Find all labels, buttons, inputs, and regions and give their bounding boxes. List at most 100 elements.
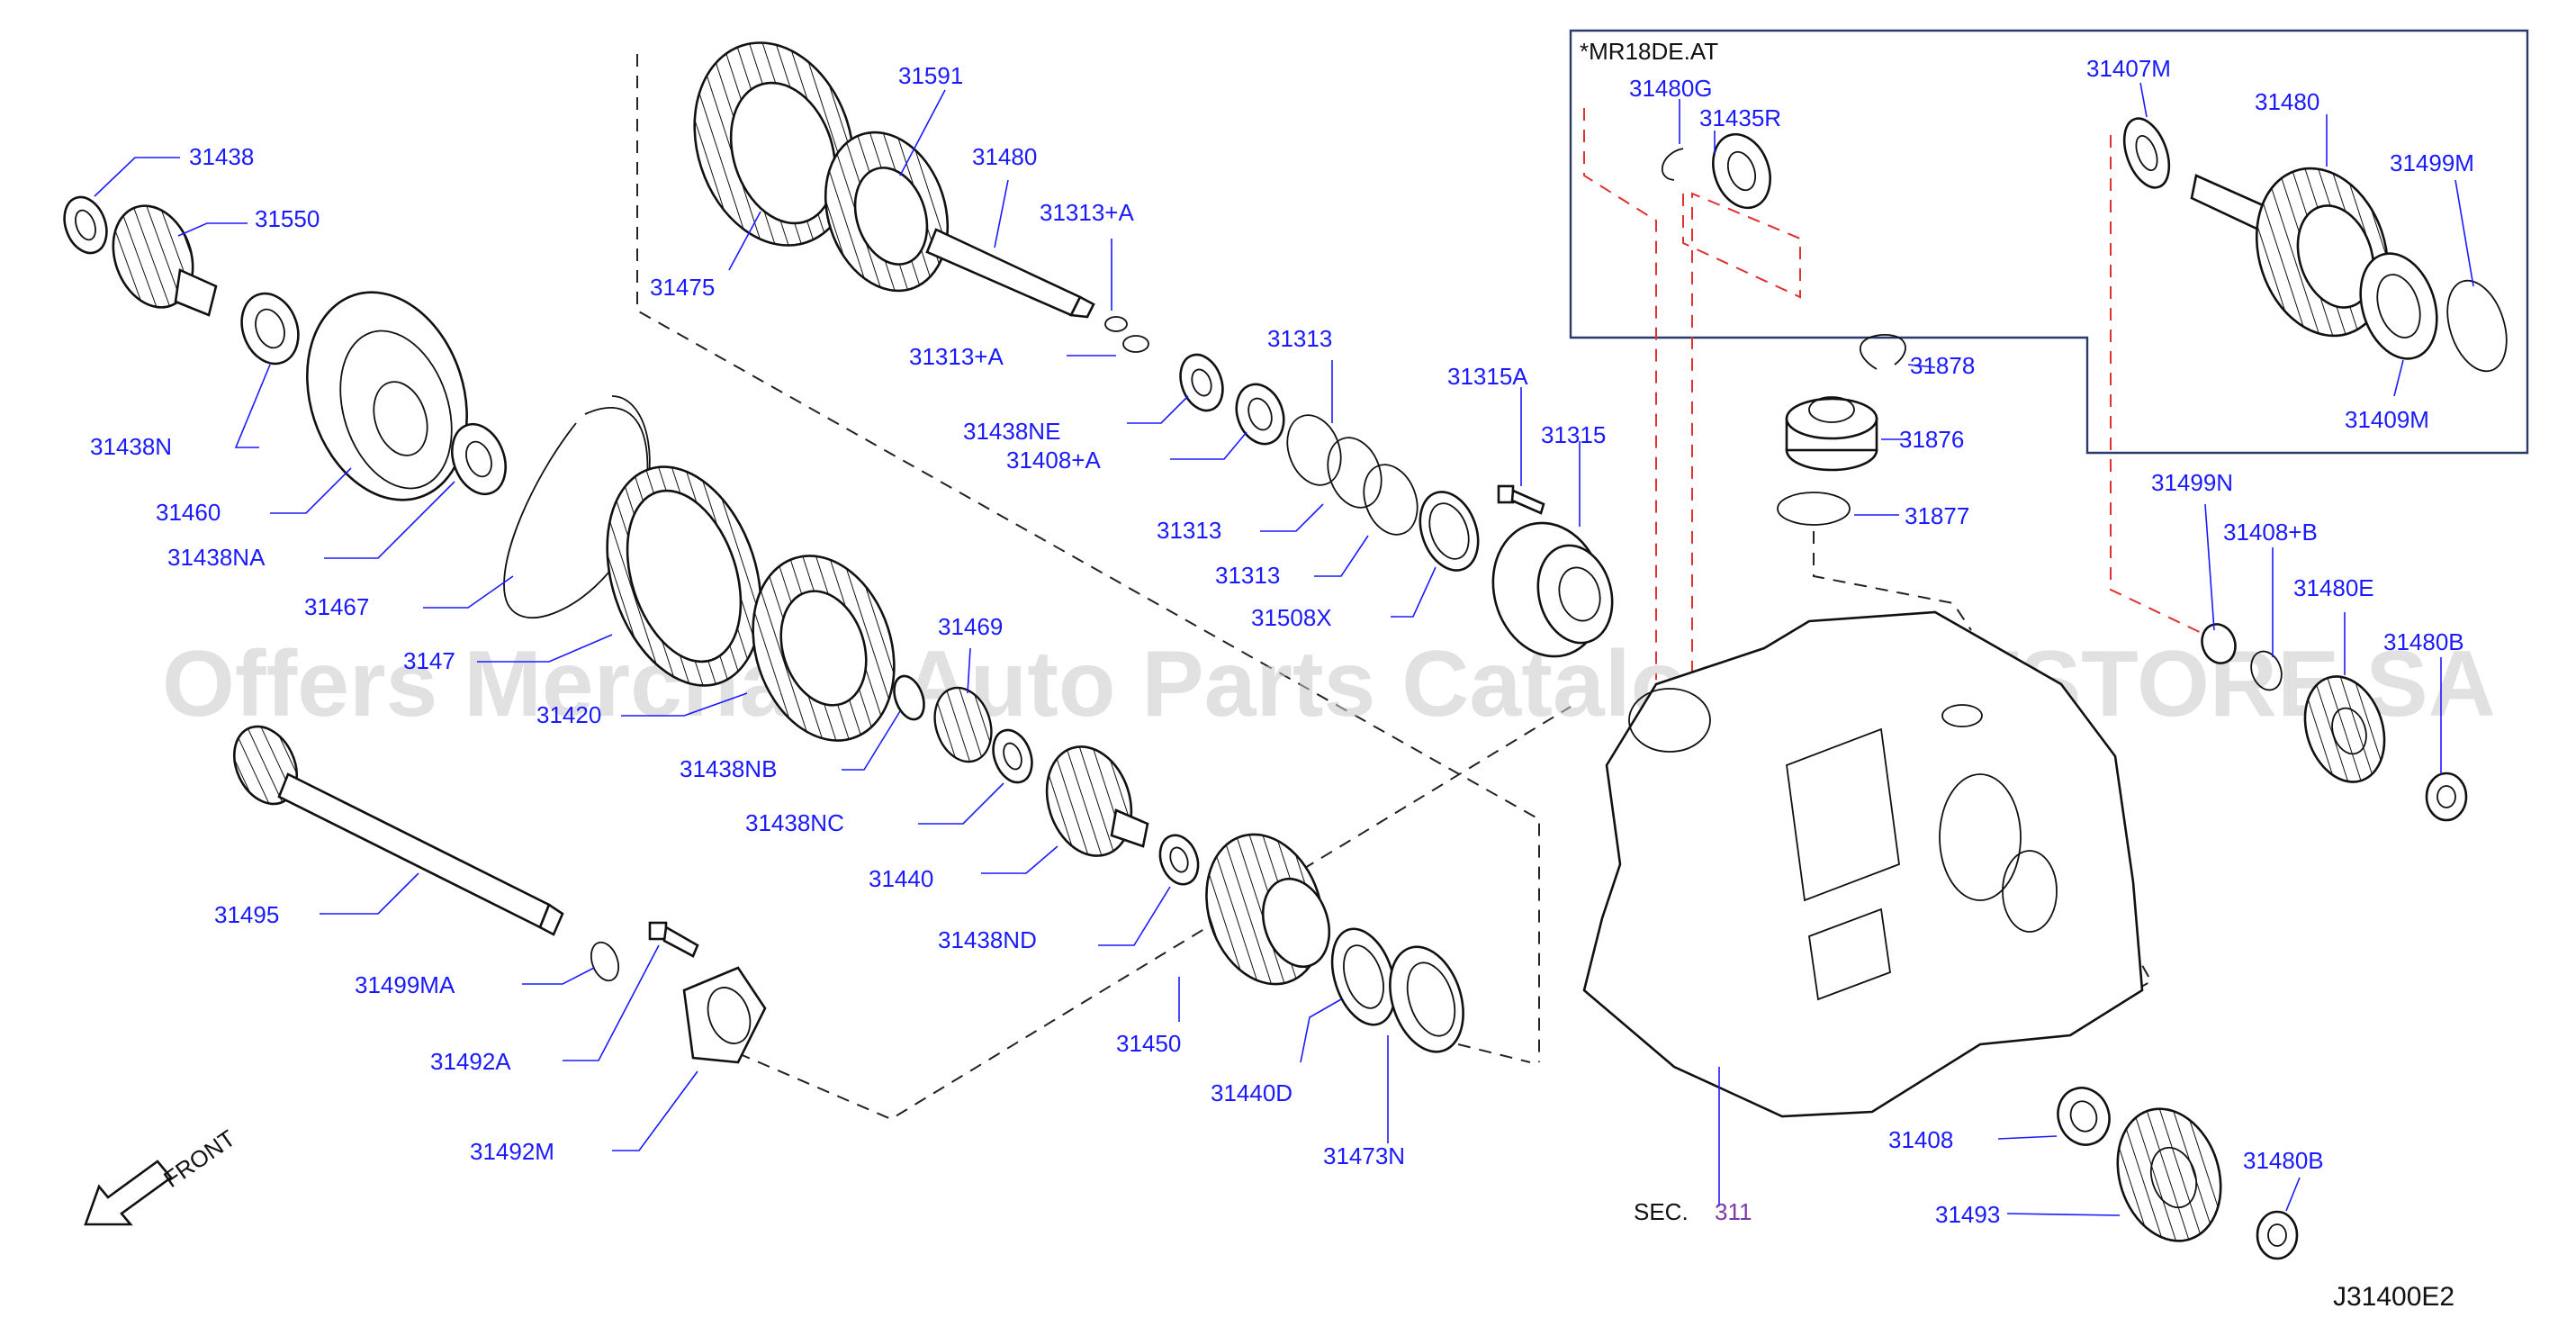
part-31480B-nut-upper[interactable] — [2425, 772, 2468, 822]
label-31435R[interactable]: 31435R — [1699, 104, 1781, 131]
label-31480E[interactable]: 31480E — [2293, 574, 2374, 601]
label-31440[interactable]: 31440 — [869, 865, 933, 892]
label-31877[interactable]: 31877 — [1905, 502, 1969, 529]
part-31407M-bearing[interactable] — [2116, 113, 2178, 194]
label-31438NB[interactable]: 31438NB — [680, 755, 777, 782]
label-31493[interactable]: 31493 — [1935, 1201, 2000, 1228]
label-31492A[interactable]: 31492A — [430, 1048, 511, 1075]
part-31438NB-bearing[interactable] — [888, 672, 929, 723]
part-31480B-nut-lower[interactable] — [2256, 1210, 2299, 1260]
transmission-case[interactable] — [1582, 610, 2144, 1118]
part-31499N-seal[interactable] — [2197, 619, 2241, 668]
label-31550[interactable]: 31550 — [255, 205, 320, 232]
part-31313-shims[interactable] — [1278, 408, 1427, 542]
label-31876[interactable]: 31876 — [1899, 426, 1964, 453]
label-31407M[interactable]: 31407M — [2086, 55, 2171, 82]
label-31438[interactable]: 31438 — [189, 143, 254, 170]
label-31313-mid[interactable]: 31313 — [1157, 517, 1221, 544]
part-31460-drum[interactable] — [282, 272, 493, 521]
part-31408A-race[interactable] — [1229, 377, 1292, 450]
sec-prefix: SEC. — [1634, 1198, 1689, 1225]
part-31473N-bearing[interactable] — [1377, 937, 1475, 1061]
label-31480-inset[interactable]: 31480 — [2255, 88, 2319, 115]
part-31495-shaft[interactable] — [222, 717, 564, 936]
part-31492M-retainer[interactable] — [682, 966, 767, 1064]
label-31313A-top[interactable]: 31313+A — [1040, 199, 1134, 226]
label-31480B-lower[interactable]: 31480B — [2243, 1147, 2324, 1174]
part-31480-inset-gear[interactable] — [2190, 151, 2409, 353]
label-31495[interactable]: 31495 — [214, 901, 279, 928]
label-31420[interactable]: 31420 — [536, 701, 601, 728]
part-31408B-race[interactable] — [2246, 647, 2286, 694]
part-31438N-bearing[interactable] — [232, 285, 308, 372]
label-31313-top[interactable]: 31313 — [1267, 325, 1332, 352]
label-31315A[interactable]: 31315A — [1447, 363, 1528, 390]
part-31877-o-ring[interactable] — [1777, 492, 1851, 526]
part-31315A-bolt[interactable] — [1497, 484, 1545, 515]
part-31315-retainer[interactable] — [1479, 510, 1623, 669]
part-31409M-bearing[interactable] — [2347, 244, 2449, 369]
label-31408B[interactable]: 31408+B — [2223, 519, 2318, 546]
part-31438NA-bearing[interactable] — [443, 417, 515, 501]
part-31492A-bolt[interactable] — [648, 921, 699, 958]
front-arrow: FRONT — [84, 1124, 240, 1226]
part-31440-gear[interactable] — [1033, 736, 1149, 867]
part-31480E-gear[interactable] — [2292, 666, 2398, 792]
part-31408-race[interactable] — [2050, 1080, 2118, 1151]
part-31499MA-snap-ring[interactable] — [586, 939, 623, 985]
part-3147x-plate[interactable] — [581, 447, 787, 705]
part-31450-gear[interactable] — [1188, 819, 1341, 999]
part-31591-gear[interactable] — [806, 116, 967, 306]
part-31876-cap[interactable] — [1785, 396, 1878, 472]
label-31492M[interactable]: 31492M — [470, 1138, 554, 1165]
label-31438ND[interactable]: 31438ND — [938, 926, 1037, 953]
inset-box: *MR18DE.AT — [1569, 29, 2529, 455]
part-31475-gear[interactable] — [670, 22, 879, 266]
sec-link-311[interactable]: 311 — [1715, 1198, 1752, 1225]
label-31469[interactable]: 31469 — [938, 613, 1003, 640]
label-31499MA[interactable]: 31499MA — [355, 971, 455, 998]
part-31420-gear[interactable] — [730, 537, 917, 759]
label-31313-low[interactable]: 31313 — [1215, 562, 1280, 589]
part-31435R-bearing[interactable] — [1703, 126, 1779, 215]
label-31438NE[interactable]: 31438NE — [963, 418, 1060, 445]
part-31499M-ring[interactable] — [2436, 273, 2517, 378]
label-31878[interactable]: 31878 — [1910, 352, 1975, 379]
label-31467[interactable]: 31467 — [304, 593, 369, 620]
label-31475[interactable]: 31475 — [650, 274, 715, 301]
part-31480G-snap-ring[interactable] — [1661, 148, 1684, 181]
label-31450[interactable]: 31450 — [1116, 1030, 1181, 1057]
label-31480B-upper[interactable]: 31480B — [2383, 628, 2464, 655]
part-31480-shaft[interactable] — [925, 228, 1095, 319]
label-31460[interactable]: 31460 — [156, 499, 221, 526]
label-31440D[interactable]: 31440D — [1211, 1079, 1293, 1106]
part-31469-gear[interactable] — [925, 681, 1000, 769]
label-31409M[interactable]: 31409M — [2345, 406, 2429, 433]
label-31313A-bottom[interactable]: 31313+A — [909, 343, 1004, 370]
part-31440D-washer[interactable] — [1321, 921, 1407, 1033]
label-31438NC[interactable]: 31438NC — [745, 809, 844, 836]
label-31438N[interactable]: 31438N — [90, 433, 172, 460]
label-3147x[interactable]: 3147 — [403, 647, 455, 674]
label-31473N[interactable]: 31473N — [1323, 1142, 1405, 1169]
label-31499N[interactable]: 31499N — [2151, 469, 2233, 496]
section-reference: SEC. 311 — [1634, 1198, 1752, 1225]
label-31438NA[interactable]: 31438NA — [167, 544, 266, 571]
label-31591[interactable]: 31591 — [898, 62, 963, 89]
part-31878-snap-ring[interactable] — [1860, 334, 1906, 370]
label-31480G[interactable]: 31480G — [1629, 75, 1713, 102]
part-31438NC-bearing[interactable] — [986, 725, 1039, 788]
part-31438NE-bearing[interactable] — [1173, 348, 1229, 416]
part-31508X-seal[interactable] — [1410, 483, 1488, 578]
part-31493-gear[interactable] — [2102, 1096, 2238, 1255]
part-31313A-rings[interactable] — [1104, 316, 1149, 353]
label-31408[interactable]: 31408 — [1888, 1126, 1953, 1153]
label-31499M[interactable]: 31499M — [2390, 149, 2474, 176]
label-31408A[interactable]: 31408+A — [1006, 447, 1101, 474]
label-31508X[interactable]: 31508X — [1251, 604, 1332, 631]
part-31438-bearing[interactable] — [57, 191, 113, 258]
part-31438ND-bearing[interactable] — [1154, 830, 1205, 889]
label-31315[interactable]: 31315 — [1541, 421, 1606, 448]
part-31550-gear[interactable] — [100, 194, 218, 319]
label-31480[interactable]: 31480 — [972, 143, 1037, 170]
